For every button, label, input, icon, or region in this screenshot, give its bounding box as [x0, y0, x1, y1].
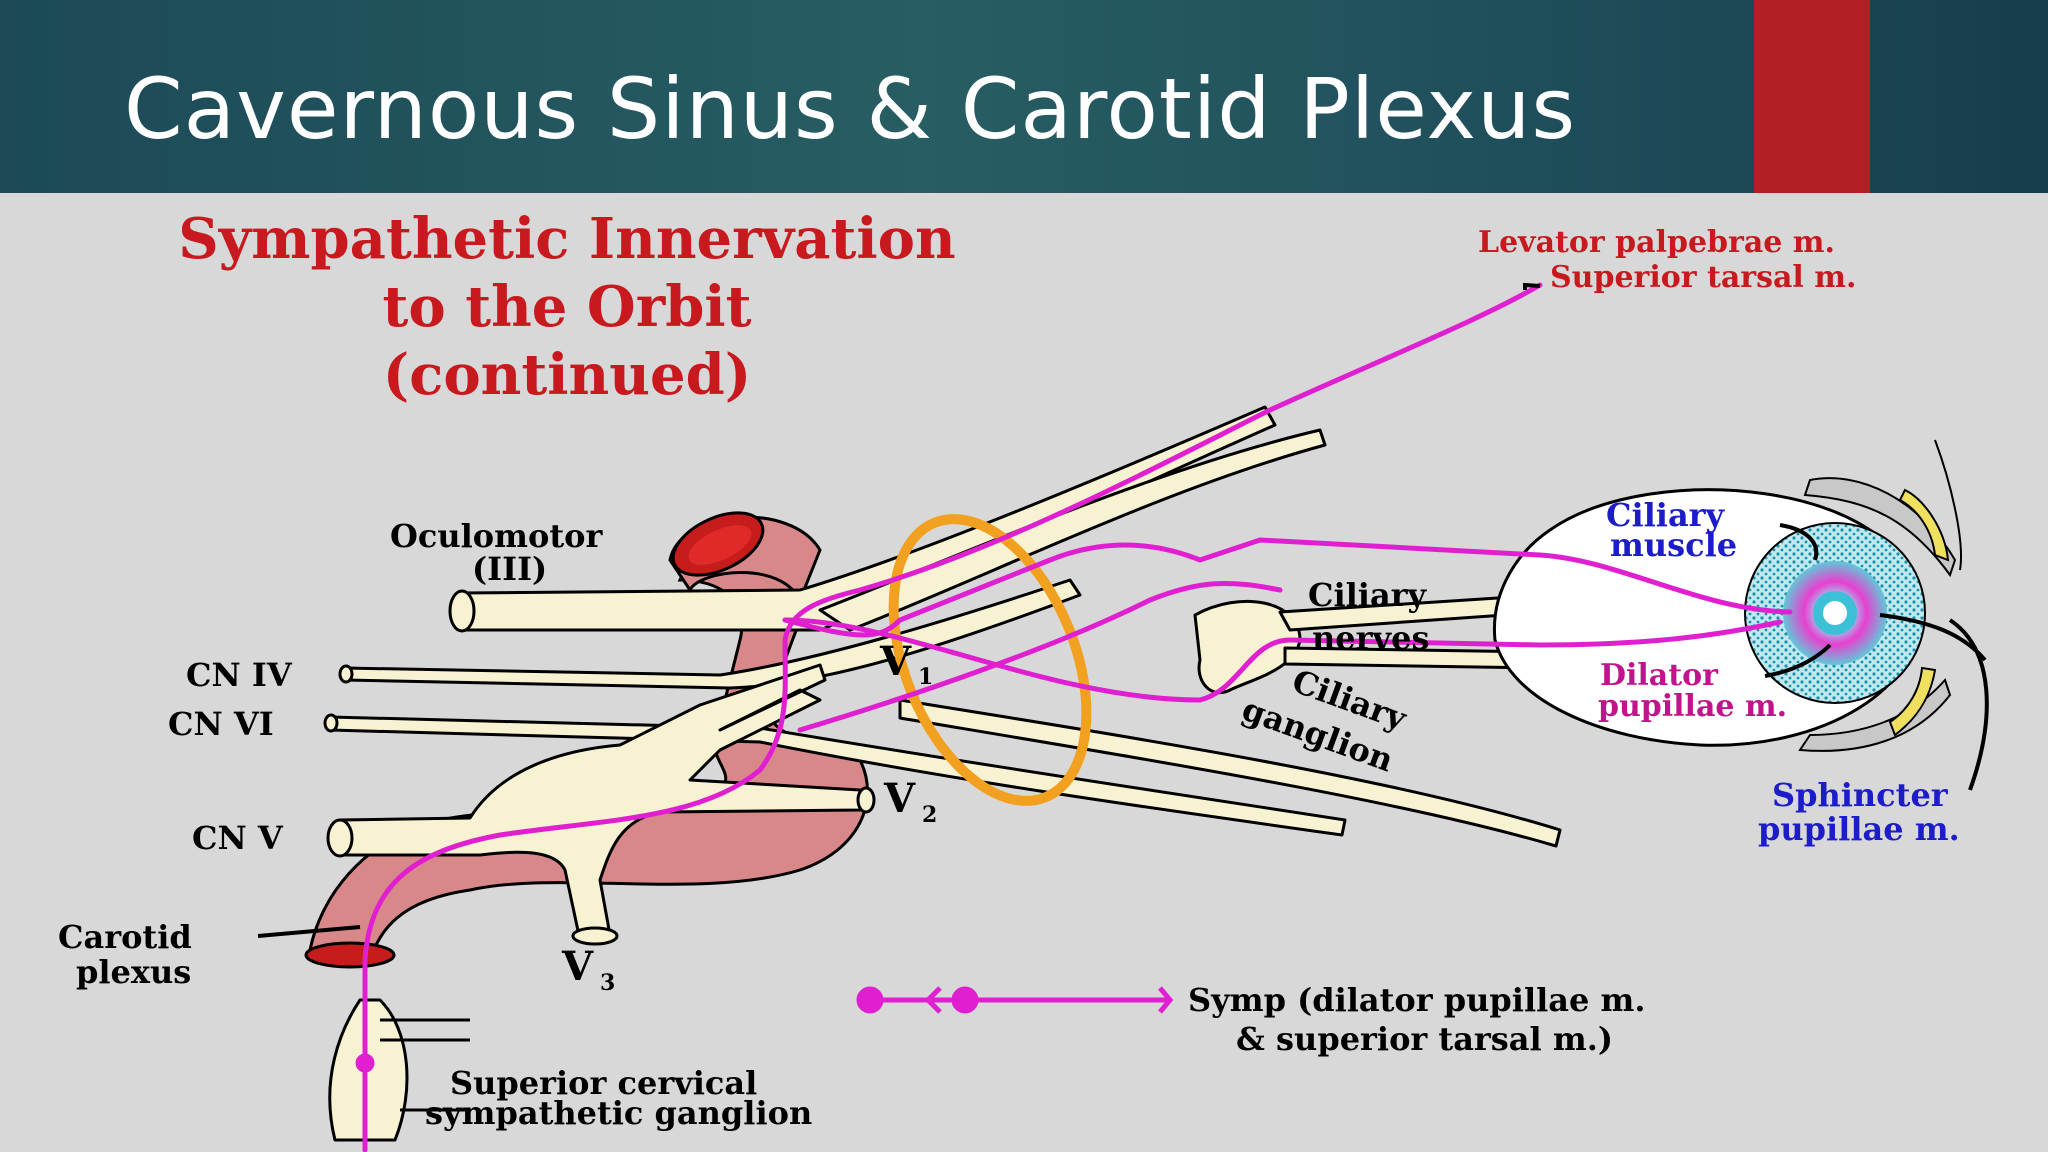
- heading-line-2: to the Orbit: [382, 274, 751, 340]
- oculomotor-nerve-end: [448, 589, 476, 633]
- label-nerves: nerves: [1312, 619, 1429, 657]
- label-v1-sub: 1: [918, 664, 933, 690]
- label-levator: Levator palpebrae m.: [1478, 225, 1835, 260]
- label-superior-cervical: Superior cervical: [450, 1064, 757, 1102]
- label-v2-sub: 2: [922, 802, 937, 828]
- eyeball: [1492, 439, 1989, 791]
- heading-line-1: Sympathetic Innervation: [178, 206, 955, 272]
- label-dilator-pupillae: pupillae m.: [1598, 689, 1787, 724]
- label-superior-tarsal: Superior tarsal m.: [1550, 260, 1856, 295]
- label-sphincter-pupillae: pupillae m.: [1758, 810, 1960, 848]
- label-ciliary: Ciliary: [1308, 576, 1428, 614]
- label-v2: V: [883, 775, 916, 822]
- legend-symbol: [856, 986, 1174, 1014]
- legend-line-2: & superior tarsal m.): [1236, 1020, 1613, 1058]
- label-oculomotor: Oculomotor: [390, 517, 603, 555]
- tendinous-ring: [888, 514, 1092, 806]
- label-ciliary-muscle-2: muscle: [1610, 526, 1737, 564]
- label-cn-v: CN V: [192, 819, 284, 857]
- sympathetic-fibers: [355, 282, 1793, 1152]
- label-sphincter: Sphincter: [1772, 776, 1949, 814]
- label-v3: V: [561, 943, 594, 990]
- diagram-area: Sympathetic Innervation to the Orbit (co…: [0, 193, 2048, 1152]
- cn-vi-nerve: [328, 715, 1347, 837]
- label-oculomotor-iii: (III): [472, 550, 547, 588]
- label-cn-iv: CN IV: [186, 656, 293, 694]
- diagram-heading: Sympathetic Innervation to the Orbit (co…: [178, 206, 955, 408]
- cn-v-end: [326, 818, 354, 858]
- ciliary-ganglion-shape: [1193, 599, 1302, 695]
- title-bar: Cavernous Sinus & Carotid Plexus: [0, 0, 2048, 193]
- sympathetic-orbit-diagram: Sympathetic Innervation to the Orbit (co…: [58, 206, 1989, 1152]
- label-cn-vi: CN VI: [168, 705, 274, 743]
- label-plexus: plexus: [76, 953, 191, 991]
- label-ciliary-muscle-1: Ciliary: [1606, 496, 1726, 534]
- label-carotid: Carotid: [58, 918, 192, 956]
- label-arrows: [257, 282, 1987, 938]
- heading-line-3: (continued): [383, 342, 752, 408]
- slide-title: Cavernous Sinus & Carotid Plexus: [124, 60, 1577, 158]
- label-v3-sub: 3: [600, 970, 615, 996]
- label-dilator: Dilator: [1600, 658, 1719, 693]
- legend-line-1: Symp (dilator pupillae m.: [1188, 981, 1645, 1019]
- label-v1: V: [879, 638, 912, 685]
- label-sympathetic-ganglion: sympathetic ganglion: [425, 1094, 812, 1132]
- accent-bar: [1754, 0, 1870, 193]
